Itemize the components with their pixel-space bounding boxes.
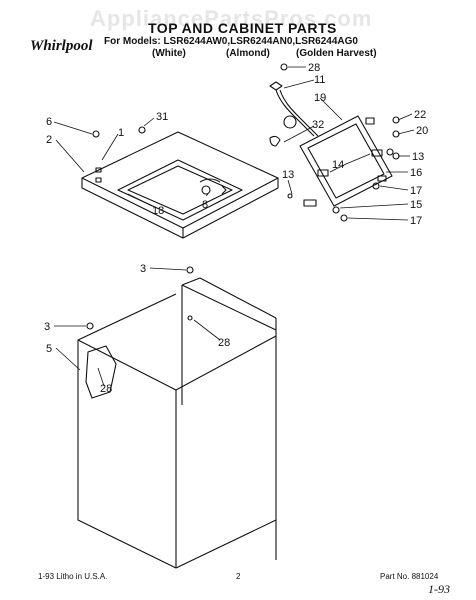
watermark: AppliancePartsPros.com: [90, 6, 373, 31]
callout-28-top: 28: [308, 62, 320, 74]
page-title: TOP AND CABINET PARTS: [148, 20, 337, 36]
callout-1: 1: [118, 127, 124, 139]
callout-13-right: 13: [412, 151, 424, 163]
callout-11: 11: [314, 74, 325, 86]
callout-13-left: 13: [282, 169, 294, 181]
callout-14: 14: [332, 159, 344, 171]
callout-20: 20: [416, 125, 428, 137]
top-panel: [81, 131, 279, 239]
leader-lines: [53, 66, 415, 387]
footer-litho: 1-93 Litho in U.S.A.: [38, 572, 108, 581]
callout-15: 15: [410, 199, 422, 211]
callout-17-upper: 17: [410, 185, 422, 197]
callout-19: 19: [314, 92, 326, 104]
variant-golden-harvest: (Golden Harvest): [296, 48, 377, 59]
brand-logo: Whirlpool: [30, 38, 93, 54]
callout-8: 8: [202, 199, 208, 211]
callout-22: 22: [414, 109, 426, 121]
callout-5: 5: [46, 343, 52, 355]
callout-3-lower: 3: [44, 321, 50, 333]
variant-almond: (Almond): [226, 48, 270, 59]
footer-part-number: Part No. 881024: [380, 572, 439, 581]
cabinet-front: [77, 293, 277, 569]
callout-28-mid: 28: [218, 337, 230, 349]
handwritten-note: 1-93: [428, 582, 450, 596]
callout-labels: 28 11 19 22 20 13 16 17 15 17 14 13 32 3…: [44, 62, 428, 395]
callout-28-front: 28: [100, 383, 112, 395]
callout-3-upper: 3: [140, 263, 146, 275]
callout-18: 18: [152, 205, 164, 217]
models-line: For Models: LSR6244AW0,LSR6244AN0,LSR624…: [104, 36, 358, 47]
wire-harness: [269, 81, 319, 147]
callout-2: 2: [46, 134, 52, 146]
callout-16: 16: [410, 167, 422, 179]
callout-31: 31: [156, 111, 168, 123]
lid-assembly: [299, 115, 393, 207]
cabinet-frame: [181, 277, 277, 560]
callout-32: 32: [312, 119, 324, 131]
callout-17-lower: 17: [410, 215, 422, 227]
callout-6: 6: [46, 116, 52, 128]
variant-white: (White): [152, 48, 186, 59]
footer-page-number: 2: [236, 572, 241, 581]
